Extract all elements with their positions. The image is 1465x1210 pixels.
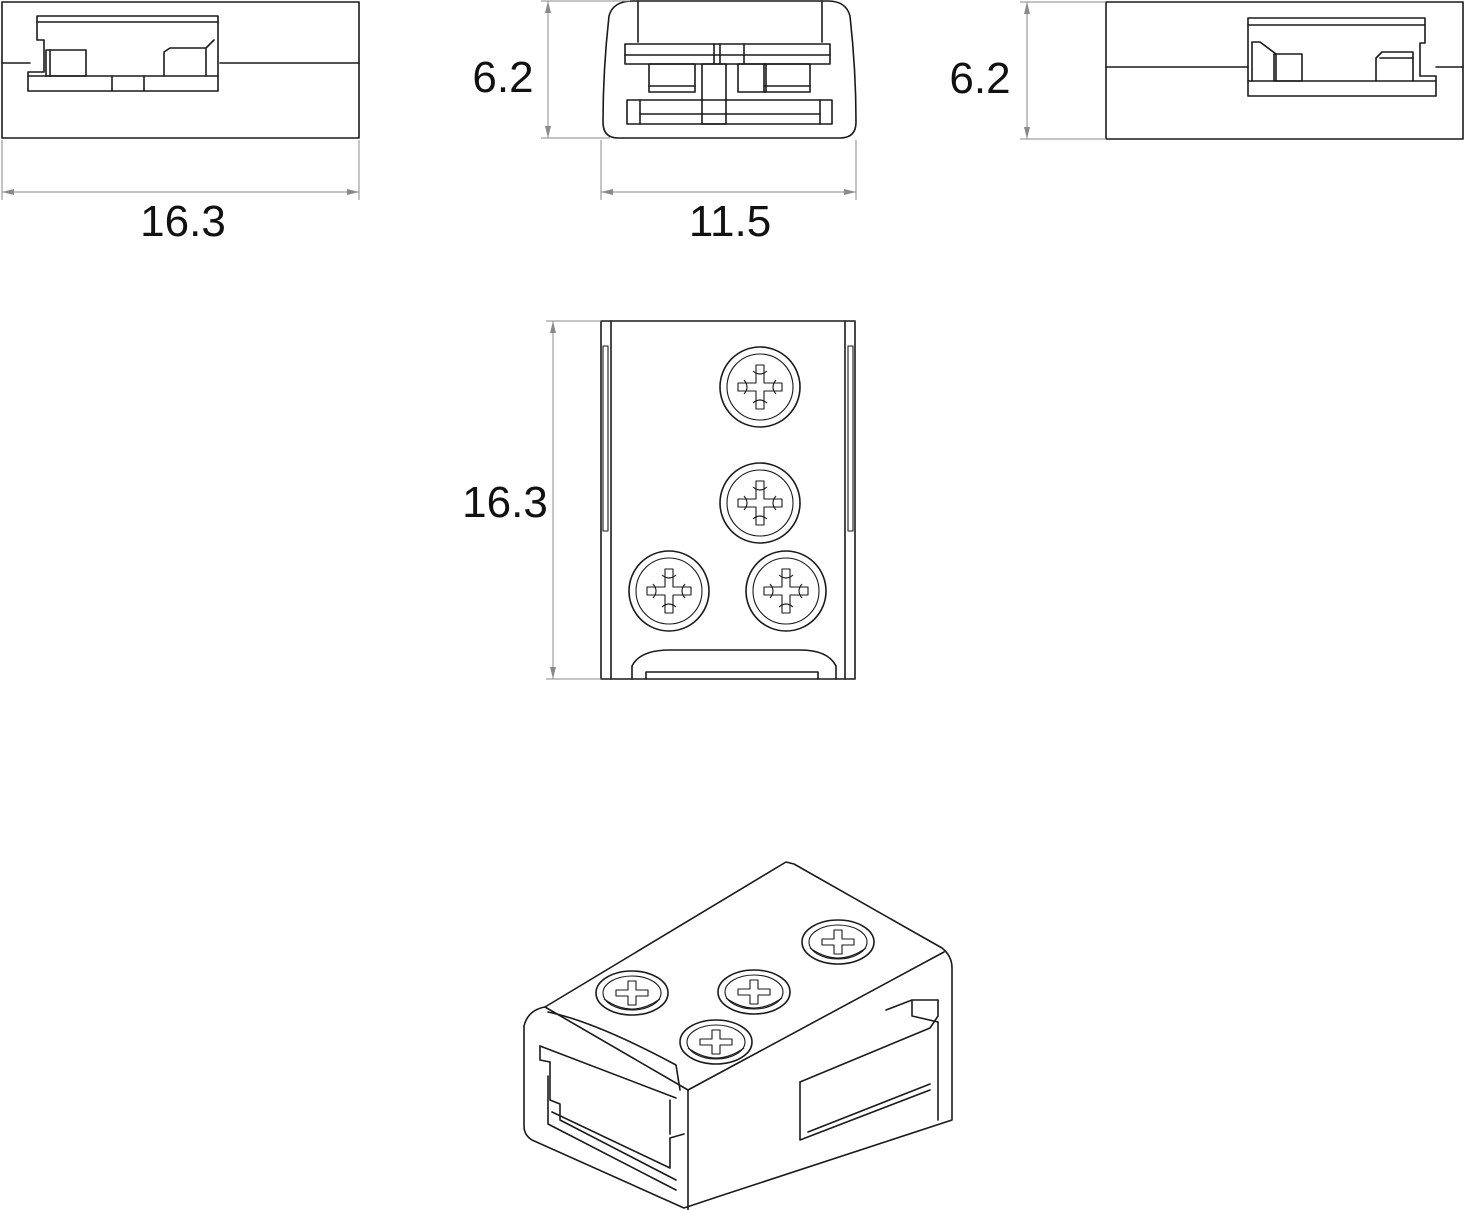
- dimension-label: 16.3: [140, 197, 226, 246]
- phillips-screw-icon: [679, 1019, 753, 1065]
- phillips-screw-icon: [745, 550, 827, 632]
- phillips-screw-icon: [801, 919, 875, 965]
- top-view: [600, 320, 856, 680]
- dimension-label: 16.3: [462, 478, 548, 527]
- dimension-front-width: 11.5: [600, 140, 857, 246]
- dimension-front-height: 6.2: [472, 0, 630, 139]
- side-view-left: [1, 1, 360, 139]
- phillips-screw-icon: [719, 462, 801, 544]
- phillips-screw-icon: [628, 550, 710, 632]
- phillips-screw-icon: [719, 346, 801, 428]
- front-view: [602, 0, 857, 139]
- dimension-label: 6.2: [949, 54, 1010, 103]
- dimension-top-length: 16.3: [462, 320, 601, 680]
- phillips-screw-icon: [595, 970, 669, 1016]
- dimension-side-right-height: 6.2: [949, 1, 1106, 140]
- dimension-label: 11.5: [689, 197, 771, 246]
- isometric-view: [523, 861, 953, 1210]
- dimension-label: 6.2: [472, 53, 533, 102]
- phillips-screw-icon: [717, 969, 791, 1015]
- side-view-right: [1105, 1, 1464, 140]
- dimension-side-left-width: 16.3: [1, 140, 360, 246]
